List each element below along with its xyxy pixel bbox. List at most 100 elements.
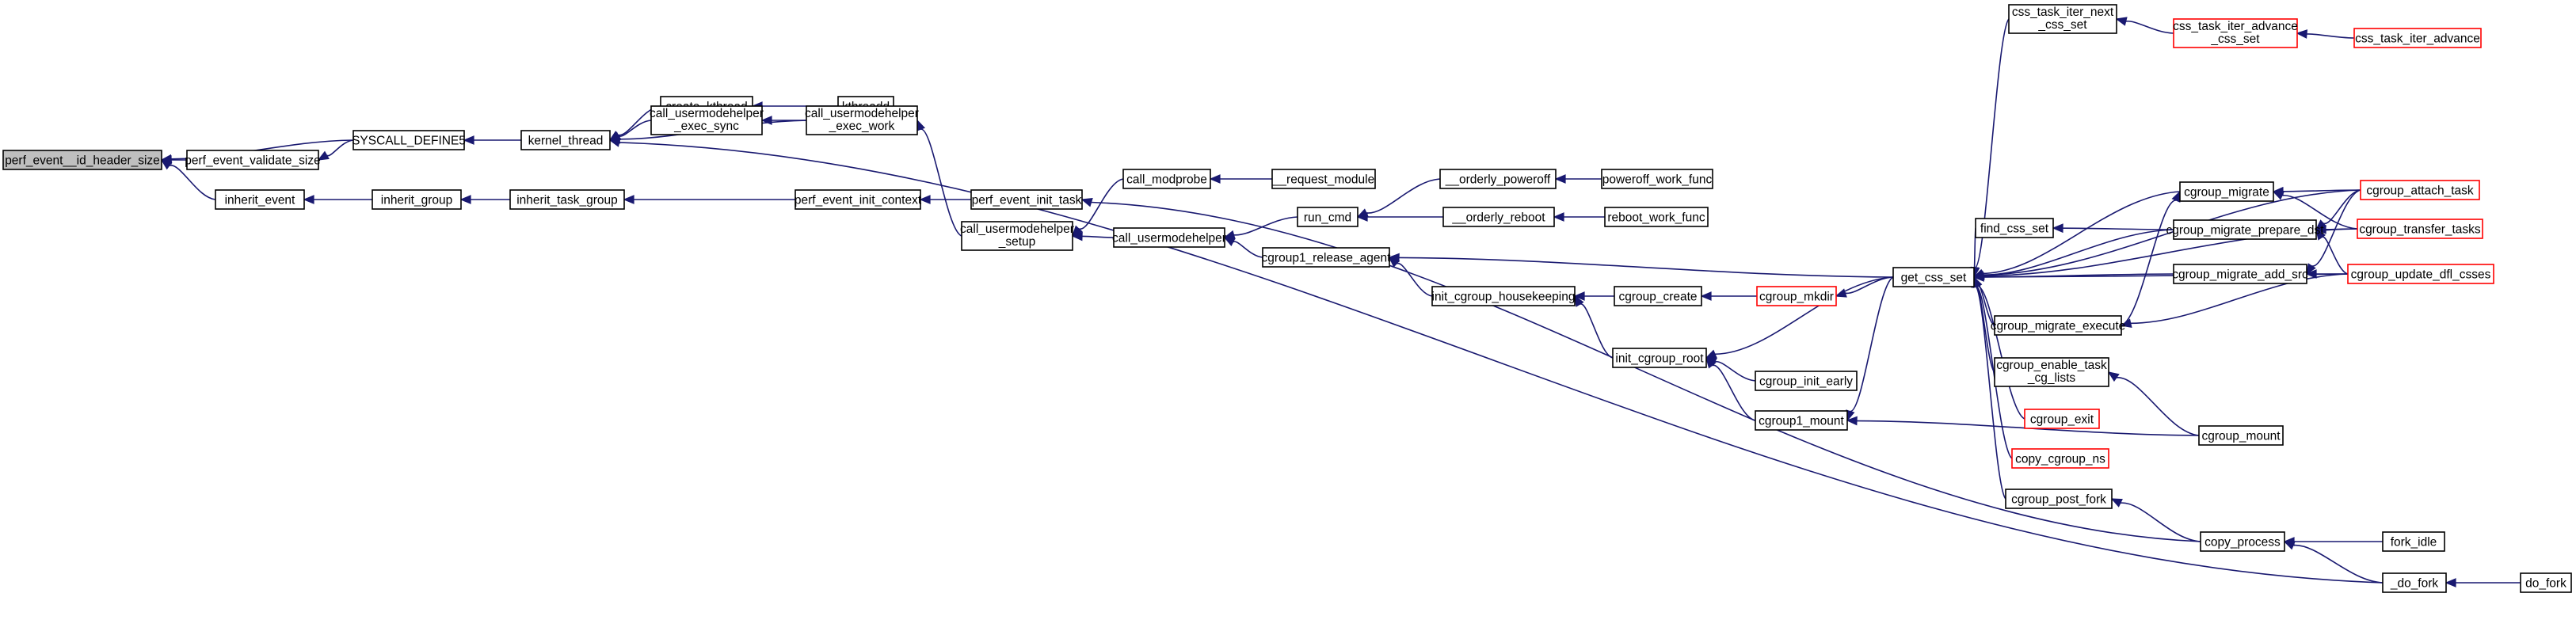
node-cgroup-create[interactable]: cgroup_create (1614, 286, 1702, 306)
node-css-task-iter-advance[interactable]: css_task_iter_advance (2353, 28, 2482, 48)
edge-css-task-iter-advance-to-css-task-iter-advance-css-set (2296, 29, 2355, 39)
node-kernel-thread[interactable]: kernel_thread (520, 130, 611, 150)
node-label: kernel_thread (528, 135, 604, 148)
node-cgroup-migrate-prepare-dst[interactable]: cgroup_migrate_prepare_dst (2166, 219, 2324, 240)
node-label: inherit_group (381, 194, 452, 207)
node-box (2382, 531, 2445, 552)
edge-get-css-set-to-cgroup-mkdir (1835, 276, 1894, 298)
node-label: fork_idle (2391, 536, 2437, 549)
arrowhead (1209, 174, 1221, 184)
node-box (806, 105, 918, 135)
node-box (2179, 181, 2274, 202)
node-cgroup-post-fork[interactable]: cgroup_post_fork (2005, 489, 2113, 509)
node-perf-event-init-task[interactable]: perf_event_init_task (970, 189, 1083, 210)
node-inherit-task-group[interactable]: inherit_task_group (509, 189, 625, 210)
node-init-cgroup-root[interactable]: init_cgroup_root (1612, 348, 1707, 368)
node-inherit-event[interactable]: inherit_event (215, 189, 305, 210)
node-cgroup-update-dfl-csses[interactable]: cgroup_update_dfl_csses (2347, 264, 2494, 284)
node-fork-idle[interactable]: fork_idle (2382, 531, 2445, 552)
node-call-usermodehelper-exec-work[interactable]: call_usermodehelper_exec_work (805, 105, 919, 135)
edge-cgroup-transfer-tasks-to-cgroup-migrate-prepare-dst (2315, 224, 2358, 234)
node-orderly-poweroff[interactable]: __orderly_poweroff (1439, 169, 1557, 189)
arrowhead (2272, 191, 2284, 200)
arrowhead (2445, 578, 2456, 587)
node-label: cgroup_transfer_tasks (2359, 223, 2481, 237)
node-call-usermodehelper-exec-sync[interactable]: call_usermodehelper_exec_sync (650, 105, 764, 135)
node-cgroup-transfer-tasks[interactable]: cgroup_transfer_tasks (2357, 219, 2483, 239)
node-perf-event-id-header-size[interactable]: perf_event__id_header_size (2, 150, 162, 170)
node-label: cgroup_post_fork (2011, 493, 2106, 507)
node-call-usermodehelper-setup[interactable]: call_usermodehelper_setup (960, 221, 1074, 251)
node-perf-event-init-context[interactable]: perf_event_init_context (795, 189, 922, 210)
node-cgroup-init-early[interactable]: cgroup_init_early (1755, 371, 1858, 391)
node-poweroff-work-func[interactable]: poweroff_work_func (1601, 169, 1713, 189)
node-box (1892, 267, 1975, 287)
node-do-fork[interactable]: _do_fork (2382, 572, 2447, 593)
node-orderly-reboot[interactable]: __orderly_reboot (1442, 207, 1555, 227)
node-css-task-iter-next-css-set[interactable]: css_task_iter_next_css_set (2008, 4, 2117, 34)
edge-cgroup1-release-agent-to-call-usermodehelper (1223, 237, 1263, 258)
node-label: cgroup_migrate_execute (1991, 320, 2126, 333)
node-box (1756, 286, 1837, 306)
node-label: perf_event_init_task (972, 194, 1082, 207)
edge-call-modprobe-to-call-usermodehelper-setup (1071, 178, 1124, 238)
node-inherit-group[interactable]: inherit_group (372, 189, 462, 210)
node-box (1975, 218, 2054, 238)
edge-do-fork-caller-to-do-fork (2445, 578, 2521, 587)
node-label: cgroup_migrate (2184, 186, 2269, 200)
node-call-usermodehelper[interactable]: call_usermodehelper (1112, 227, 1226, 248)
node-label: _do_fork (2390, 577, 2439, 591)
node-cgroup1-mount[interactable]: cgroup1_mount (1755, 410, 1848, 431)
node-perf-event-validate-size[interactable]: perf_event_validate_size (185, 150, 321, 170)
node-init-cgroup-housekeeping[interactable]: init_cgroup_housekeeping (1431, 286, 1576, 306)
node-cgroup-migrate-execute[interactable]: cgroup_migrate_execute (1991, 315, 2126, 336)
node-get-css-set[interactable]: get_css_set (1892, 267, 1975, 287)
node-label: __request_module (1272, 173, 1374, 187)
arrowhead (1388, 256, 1400, 268)
node-cgroup1-release-agent[interactable]: cgroup1_release_agent (1262, 247, 1392, 268)
node-call-modprobe[interactable]: call_modprobe (1122, 169, 1211, 189)
node-css-task-iter-advance-css-set[interactable]: css_task_iter_advance_css_set (2173, 18, 2298, 48)
arrowhead (2107, 371, 2120, 382)
node-label: call_usermodehelper (960, 222, 1074, 236)
arrowhead (1080, 198, 1093, 207)
node-label: cgroup_exit (2030, 413, 2094, 427)
node-do-fork-caller[interactable]: do_fork (2520, 572, 2572, 593)
node-run-cmd[interactable]: run_cmd (1297, 207, 1358, 227)
node-cgroup-mkdir[interactable]: cgroup_mkdir (1756, 286, 1837, 306)
node-cgroup-attach-task[interactable]: cgroup_attach_task (2360, 180, 2480, 200)
node-label: find_css_set (1980, 222, 2049, 236)
edge-perf-event-init-task-to-perf-event-init-context (919, 195, 971, 204)
node-box (2357, 219, 2483, 239)
node-label: _setup (998, 235, 1036, 249)
node-cgroup-migrate-add-src[interactable]: cgroup_migrate_add_src (2172, 264, 2308, 284)
node-cgroup-enable-task-cg-lists[interactable]: cgroup_enable_task_cg_lists (1994, 357, 2109, 387)
arrowhead (2120, 318, 2132, 328)
node-reboot-work-func[interactable]: reboot_work_func (1604, 207, 1709, 227)
node-box (2382, 572, 2447, 593)
edge-do-fork-to-copy-process (2283, 541, 2384, 584)
node-box (1271, 169, 1376, 189)
arrowhead (1223, 237, 1236, 247)
node-label: init_cgroup_root (1615, 352, 1704, 366)
edge-syscall-define5-to-perf-event-validate-size (317, 139, 354, 161)
arrowhead (1705, 356, 1717, 369)
node-request-module[interactable]: __request_module (1271, 169, 1376, 189)
node-box (961, 221, 1073, 251)
node-cgroup-migrate[interactable]: cgroup_migrate (2179, 181, 2274, 202)
arrowhead (1071, 231, 1083, 241)
node-find-css-set[interactable]: find_css_set (1975, 218, 2054, 238)
node-box (2353, 28, 2482, 48)
node-label: cgroup_create (1618, 291, 1697, 304)
node-box (2520, 572, 2572, 593)
node-label: call_usermodehelper (805, 107, 919, 120)
node-copy-cgroup-ns[interactable]: copy_cgroup_ns (2011, 448, 2109, 469)
node-copy-process[interactable]: copy_process (2200, 531, 2285, 552)
node-label: __orderly_poweroff (1445, 173, 1551, 187)
node-cgroup-exit[interactable]: cgroup_exit (2024, 409, 2100, 429)
node-syscall-define5[interactable]: SYSCALL_DEFINE5 (352, 130, 466, 150)
node-box (2360, 180, 2480, 200)
node-cgroup-mount[interactable]: cgroup_mount (2198, 425, 2284, 446)
edge-get-css-set-to-cgroup1-mount (1846, 276, 1894, 422)
